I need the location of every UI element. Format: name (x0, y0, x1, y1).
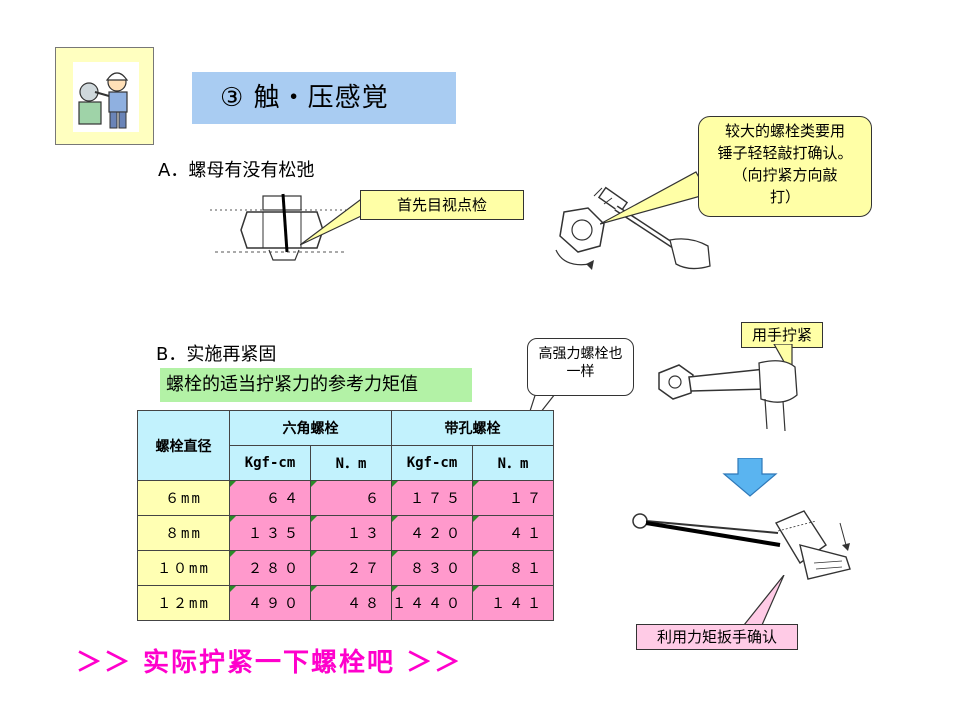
table-row: １０mm ２８０ ２７ ８３０ ８１ (137, 550, 554, 586)
callout-torque-wrench: 利用力矩扳手确认 (636, 624, 798, 650)
section-a-heading: A．螺母有没有松弛 (158, 160, 315, 181)
cell-size: ８mm (137, 515, 230, 551)
cell-hole-kgf: ４２０ (391, 515, 473, 551)
cell-hex-nm: ２７ (310, 550, 392, 586)
header-hex-bolt: 六角螺栓 (229, 410, 392, 446)
cell-hole-kgf: １４４０ (391, 585, 473, 621)
worker-icon-frame (55, 47, 154, 145)
cell-size: ６mm (137, 480, 230, 516)
table-row: ８mm １３５ １３ ４２０ ４１ (137, 515, 554, 551)
cell-hole-nm: ８１ (472, 550, 554, 586)
cell-hex-kgf: ４９０ (229, 585, 311, 621)
callout-high-strength: 高强力螺栓也 一样 (527, 338, 634, 396)
down-arrow-icon (722, 458, 778, 497)
header-unit-kgf: Kgf-cm (391, 445, 473, 481)
cell-size: １０mm (137, 550, 230, 586)
page-title-text: ③ 触・压感覚 (220, 83, 389, 113)
cell-hex-kgf: １３５ (229, 515, 311, 551)
table-header-row: 螺栓直径 六角螺栓 带孔螺栓 (137, 410, 554, 481)
section-b-heading: B．实施再紧固 (156, 344, 277, 365)
cell-hex-kgf: ２８０ (229, 550, 311, 586)
callout-hand-tighten: 用手拧紧 (741, 322, 823, 348)
cell-hex-nm: ４８ (310, 585, 392, 621)
torque-subtitle: 螺栓的适当拧紧力的参考力矩值 (160, 368, 472, 402)
table-row: １２mm ４９０ ４８ １４４０ １４１ (137, 585, 554, 621)
header-bolt-diameter: 螺栓直径 (137, 410, 230, 481)
callout-hammer-pointer (600, 171, 709, 225)
cell-hex-nm: １３ (310, 515, 392, 551)
worker-icon (73, 62, 139, 132)
page-title: ③ 触・压感覚 (192, 72, 456, 124)
cell-hole-nm: １４１ (472, 585, 554, 621)
torque-table: 螺栓直径 六角螺栓 带孔螺栓 Kgf-cm N．m Kgf-cm N．m ６mm… (137, 410, 554, 621)
footer-call-to-action: ＞＞ 实际拧紧一下螺栓吧 ＞＞ (76, 648, 463, 678)
cell-hole-nm: １７ (472, 480, 554, 516)
table-row: ６mm ６４ ６ １７５ １７ (137, 480, 554, 516)
hammer-illustration (555, 186, 711, 270)
callout-wrench-pointer (742, 575, 785, 626)
cell-hole-kgf: １７５ (391, 480, 473, 516)
header-unit-nm: N．m (310, 445, 392, 481)
cell-hex-kgf: ６４ (229, 480, 311, 516)
cell-hole-nm: ４１ (472, 515, 554, 551)
cell-hole-kgf: ８３０ (391, 550, 473, 586)
callout-visual-check: 首先目视点检 (360, 190, 524, 220)
header-hole-bolt: 带孔螺栓 (391, 410, 554, 446)
hand-wrench-illustration (658, 360, 798, 432)
nut-illustration (210, 193, 350, 261)
header-unit-nm: N．m (472, 445, 554, 481)
cell-hex-nm: ６ (310, 480, 392, 516)
torque-wrench-illustration (632, 510, 851, 580)
cell-size: １２mm (137, 585, 230, 621)
callout-hammer-check: 较大的螺栓类要用 锤子轻轻敲打确认。 （向拧紧方向敲 打） (698, 116, 872, 217)
header-unit-kgf: Kgf-cm (229, 445, 311, 481)
